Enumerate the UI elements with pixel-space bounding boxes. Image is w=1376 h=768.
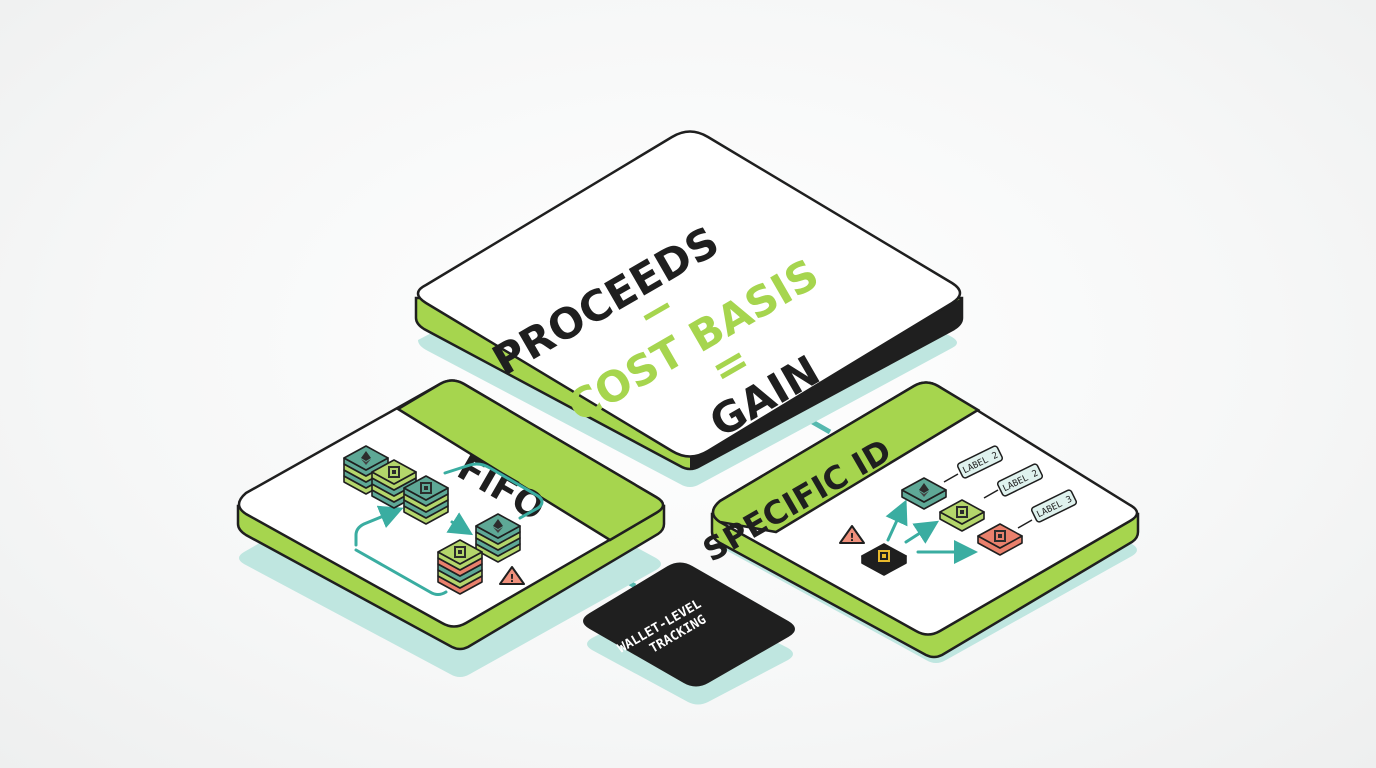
ethereum-diamond-icon bbox=[919, 483, 929, 497]
specific-id-coins bbox=[861, 477, 1023, 576]
eth-coin-stack bbox=[475, 513, 521, 563]
warning-triangle-icon: ! bbox=[499, 566, 525, 585]
binance-coin-icon bbox=[420, 482, 432, 494]
fifo-coin-stacks bbox=[343, 445, 521, 595]
label-connectors bbox=[943, 473, 1033, 529]
svg-text:!: ! bbox=[509, 572, 514, 585]
bnb-coin-stack bbox=[437, 539, 483, 595]
binance-coin-icon bbox=[878, 550, 890, 562]
bnb-coin-tile bbox=[977, 523, 1023, 556]
fifo-flow-arrows bbox=[354, 462, 544, 596]
svg-text:!: ! bbox=[849, 531, 854, 544]
bnb-coin-tile bbox=[939, 499, 985, 532]
binance-coin-icon bbox=[956, 506, 968, 518]
binance-coin-icon bbox=[994, 530, 1006, 542]
binance-coin-icon bbox=[388, 466, 400, 478]
ethereum-diamond-icon bbox=[493, 519, 503, 533]
ethereum-diamond-icon bbox=[361, 451, 371, 465]
eth-coin-tile bbox=[901, 477, 947, 510]
bnb-coin-stack bbox=[403, 475, 449, 525]
specific-id-arrows bbox=[885, 499, 978, 564]
warning-triangle-icon: ! bbox=[839, 525, 865, 544]
bnb-coin-tile-selected bbox=[861, 543, 907, 576]
binance-coin-icon bbox=[454, 546, 466, 558]
formula-card: PROCEEDS − COST BASIS = GAIN bbox=[414, 130, 964, 487]
wallet-tracking-card: WALLET-LEVEL TRACKING bbox=[583, 562, 795, 705]
